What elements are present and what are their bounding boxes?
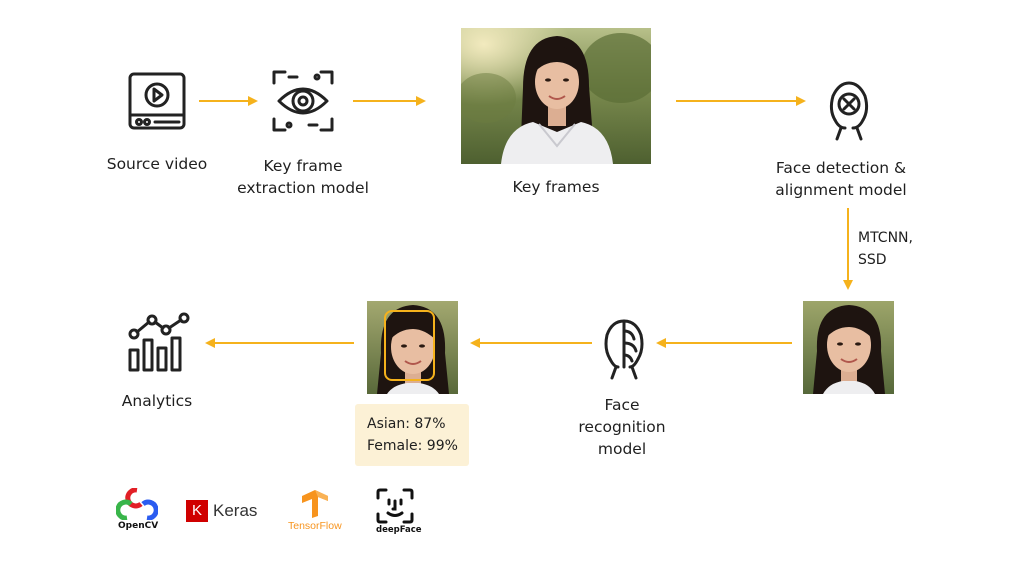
key-frames-label: Key frames — [512, 178, 600, 196]
opencv-text: OpenCV — [118, 521, 159, 531]
face-scan-icon — [827, 80, 871, 142]
gender-result: Female: 99% — [367, 438, 458, 454]
detection-methods-label: MTCNN, SSD — [858, 230, 913, 268]
analytics-chart-icon — [126, 310, 190, 374]
face-bounding-box — [384, 310, 435, 381]
eye-scan-icon — [271, 69, 335, 133]
keras-text: Keras — [213, 501, 258, 520]
tensorflow-logo: TensorFlow — [288, 490, 344, 534]
face-recognition-label: Face recognition model — [578, 396, 666, 458]
analytics-label: Analytics — [121, 392, 193, 410]
keras-logo: K Keras — [186, 500, 266, 526]
brain-head-icon — [602, 317, 646, 381]
keras-mark: K — [186, 500, 208, 522]
ethnicity-result: Asian: 87% — [367, 416, 446, 432]
key-frame-extraction-label: Key frame extraction model — [237, 157, 369, 197]
key-frame-photo — [461, 28, 651, 164]
deepface-logo: deepFace — [373, 487, 422, 535]
recognized-face-photo — [367, 301, 458, 394]
aligned-face-photo — [803, 301, 894, 394]
tensorflow-text: TensorFlow — [288, 520, 342, 532]
video-player-icon — [127, 71, 187, 131]
face-detection-label: Face detection & alignment model — [775, 159, 907, 199]
opencv-logo: OpenCV — [116, 488, 158, 534]
deepface-text: deepFace — [376, 525, 422, 535]
classification-result: Asian: 87% Female: 99% — [355, 404, 469, 466]
source-video-label: Source video — [106, 155, 208, 173]
